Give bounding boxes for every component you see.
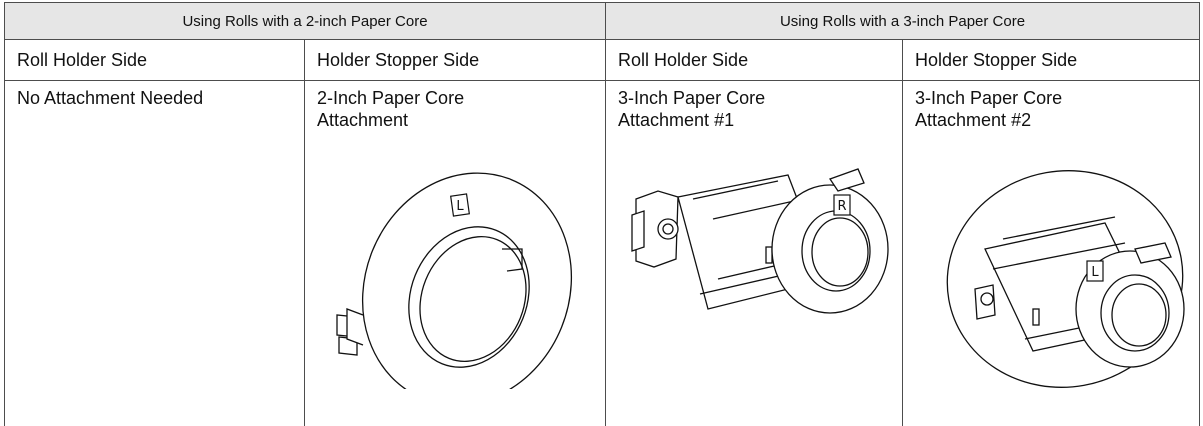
group-header-3-inch: Using Rolls with a 3-inch Paper Core [605, 2, 1201, 40]
cell-3inch-attachment-1: 3-Inch Paper Core Attachment #1 [605, 80, 904, 426]
cell-2inch-attachment: 2-Inch Paper Core Attachment [303, 80, 607, 426]
svg-text:L: L [1091, 265, 1099, 280]
side-header-row: Roll Holder Side Holder Stopper Side Rol… [4, 39, 1201, 81]
three-inch-core-attachment-2-illustration: L [946, 170, 1185, 388]
group-header-2-inch: Using Rolls with a 2-inch Paper Core [3, 2, 607, 40]
side-header-holder-stopper-3in: Holder Stopper Side [902, 39, 1201, 81]
side-header-roll-holder-2in: Roll Holder Side [4, 39, 305, 81]
three-inch-core-attachment-1-illustration: R [631, 168, 889, 314]
side-header-holder-stopper-2in: Holder Stopper Side [303, 39, 607, 81]
attachment-row: No Attachment Needed 2-Inch Paper Core A… [4, 80, 1201, 426]
svg-text:R: R [837, 199, 846, 214]
l-badge: L [1086, 260, 1104, 282]
cell-label: 3-Inch Paper Core Attachment #2 [915, 88, 1063, 130]
r-badge: R [833, 194, 851, 216]
cell-label: 3-Inch Paper Core Attachment #1 [618, 88, 766, 130]
cell-label: No Attachment Needed [17, 88, 204, 108]
group-header-row: Using Rolls with a 2-inch Paper Core Usi… [3, 2, 1201, 40]
paper-core-attachment-table: Using Rolls with a 2-inch Paper Core Usi… [3, 2, 1201, 426]
two-inch-core-attachment-illustration: L [336, 172, 573, 389]
cell-label: 2-Inch Paper Core Attachment [317, 88, 465, 130]
side-header-roll-holder-3in: Roll Holder Side [605, 39, 904, 81]
l-badge: L [450, 193, 470, 217]
cell-no-attachment: No Attachment Needed [4, 80, 305, 426]
svg-text:L: L [456, 199, 464, 214]
cell-3inch-attachment-2: 3-Inch Paper Core Attachment #2 [902, 80, 1201, 426]
